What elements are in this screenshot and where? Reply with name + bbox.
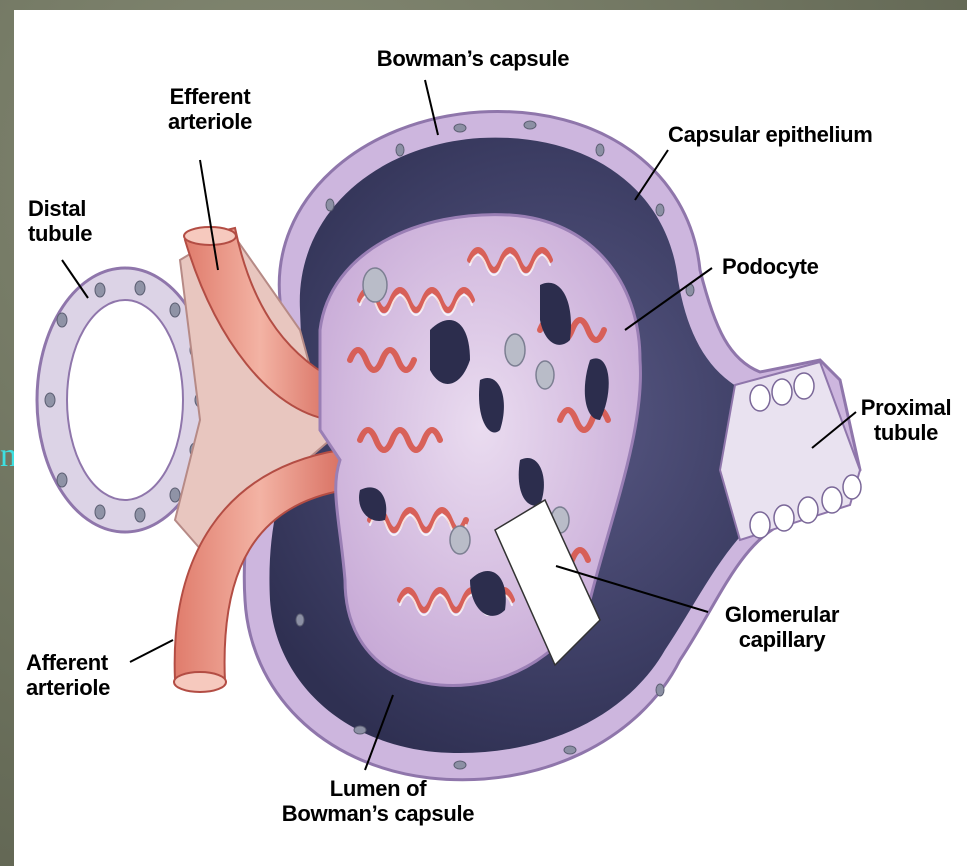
distal-tubule-lumen — [67, 300, 183, 500]
label-proximal-line2: tubule — [850, 420, 962, 445]
label-efferent-line1: Efferent — [150, 84, 270, 109]
label-distal-tubule: Distal tubule — [28, 196, 138, 246]
label-glomerular-capillary: Glomerular capillary — [712, 602, 852, 652]
label-afferent-line1: Afferent — [26, 650, 146, 675]
label-proximal-line1: Proximal — [850, 395, 962, 420]
label-distal-line1: Distal — [28, 196, 138, 221]
label-afferent-arteriole: Afferent arteriole — [26, 650, 146, 700]
label-afferent-line2: arteriole — [26, 675, 146, 700]
label-efferent-line2: arteriole — [150, 109, 270, 134]
label-proximal-tubule: Proximal tubule — [850, 395, 962, 445]
label-glomerular-line2: capillary — [712, 627, 852, 652]
label-capsular-epithelium: Capsular epithelium — [668, 122, 908, 147]
label-lumen-line2: Bowman’s capsule — [268, 801, 488, 826]
label-podocyte: Podocyte — [722, 254, 862, 279]
label-bowmans-capsule: Bowman’s capsule — [358, 46, 588, 71]
label-lumen-bowmans-capsule: Lumen of Bowman’s capsule — [268, 776, 488, 826]
label-glomerular-line1: Glomerular — [712, 602, 852, 627]
label-efferent-arteriole: Efferent arteriole — [150, 84, 270, 134]
label-lumen-line1: Lumen of — [268, 776, 488, 801]
label-distal-line2: tubule — [28, 221, 138, 246]
